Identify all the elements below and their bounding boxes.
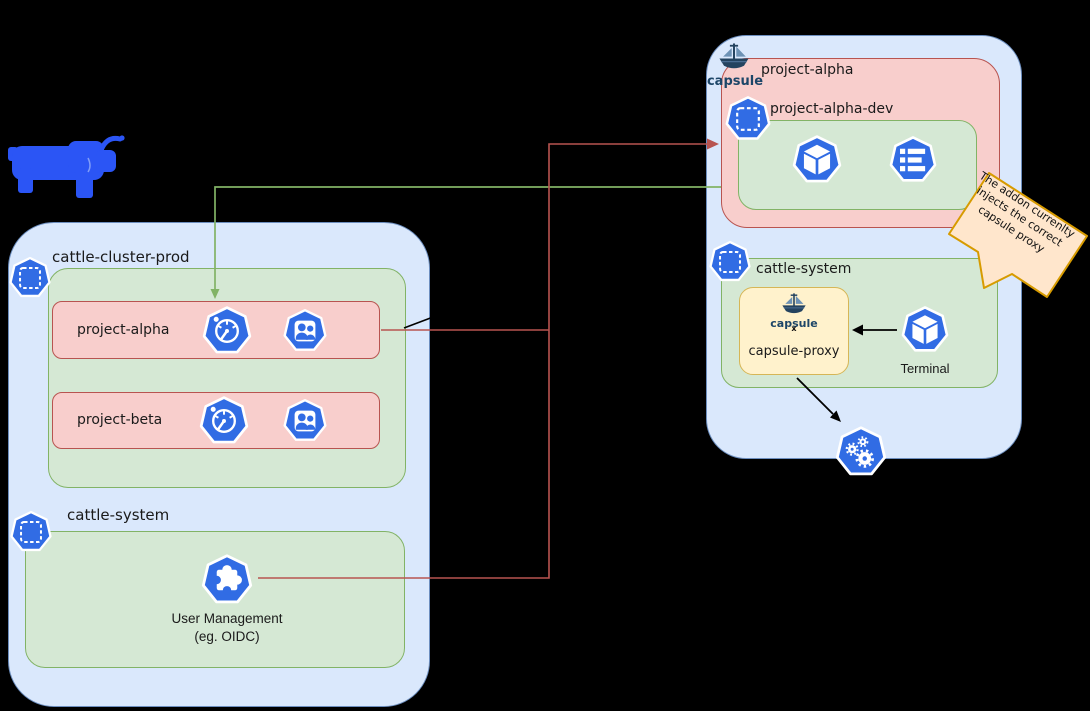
user-management-line2: (eg. OIDC) [194, 629, 260, 645]
terminal-label: Terminal [900, 361, 950, 376]
user-management-line1: User Management [171, 611, 283, 626]
capsule-proxy-label: capsule-proxy [748, 344, 840, 359]
project-alpha-dev-label: project-alpha-dev [770, 101, 894, 117]
capsule-proxy-logo-text: capsule [770, 317, 818, 330]
capsule-proxy-logo-sub: x [791, 324, 797, 333]
left-cattle-system-box [25, 531, 405, 668]
rancher-cow-logo [8, 135, 125, 198]
project-alpha-right-label: project-alpha [761, 62, 854, 78]
project-alpha-dev-box [738, 120, 977, 210]
left-cattle-system-label: cattle-system [67, 506, 170, 524]
project-beta-label: project-beta [77, 412, 163, 428]
capsule-logo-text: capsule [706, 74, 764, 89]
project-alpha-left-label: project-alpha [77, 322, 170, 338]
right-cattle-system-label: cattle-system [756, 261, 852, 277]
left-cluster-label: cattle-cluster-prod [52, 248, 190, 266]
user-management-label: User Management (eg. OIDC) [132, 610, 322, 646]
